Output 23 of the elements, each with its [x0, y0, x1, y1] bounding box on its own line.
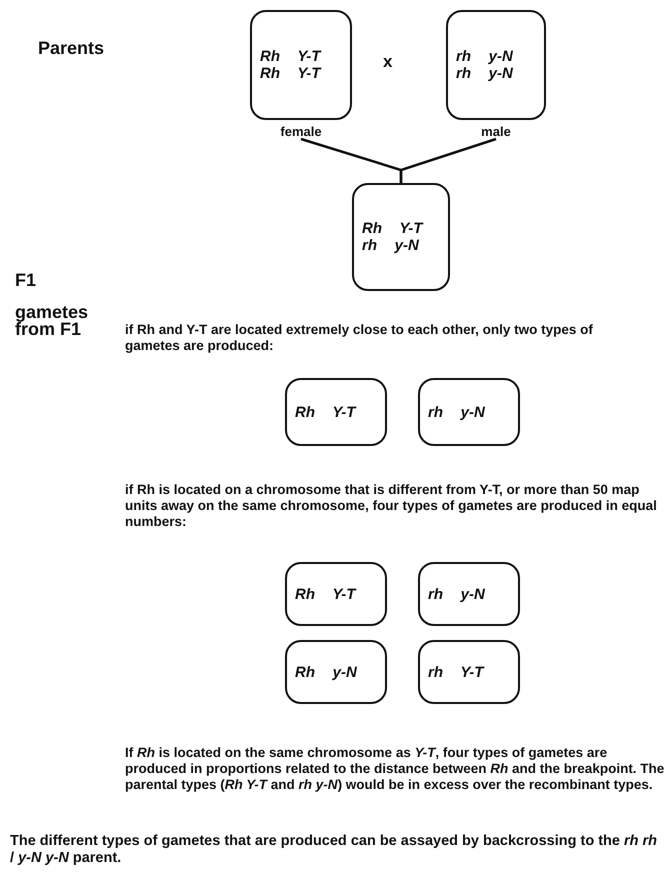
- cross-line: [400, 138, 496, 183]
- row-heading: Parents: [38, 38, 106, 60]
- genotype-text: Rh Y-T: [295, 404, 356, 420]
- explanation-text: If Rh is located on the same chromosome as Y-T, four types of gametes are produced in proportions related to the distance between Rh and the breakpoint. The parental types (Rh Y-T and rh y-N) would be in excess over the recombinant types.: [125, 745, 665, 794]
- genotype-text: rh y-N: [456, 65, 513, 82]
- genotype-text: Rh Y-T: [295, 586, 356, 602]
- sex-label: female: [280, 124, 322, 139]
- genotype-text: Rh y-N: [295, 664, 357, 680]
- genotype-text: rh Y-T: [428, 664, 484, 680]
- explanation-text: if Rh is located on a chromosome that is different from Y-T, or more than 50 map units away on the same chromosome, four types of gametes are produced in equal numbers:: [125, 482, 658, 531]
- genotype-text: rh y-N: [456, 48, 513, 65]
- row-heading: F1: [15, 270, 38, 292]
- explanation-text: if Rh and Y-T are located extremely close to each other, only two types of gametes are produced:: [125, 322, 594, 354]
- genotype-text: Rh Y-T: [260, 65, 320, 82]
- genotype-text: Rh Y-T: [362, 220, 422, 237]
- row-heading: gametes from F1: [15, 304, 90, 338]
- genotype-text: rh y-N: [362, 237, 419, 254]
- conclusion-text: The different types of gametes that are produced can be assayed by backcrossing to the rh rh / y-N y-N parent.: [10, 833, 658, 868]
- genotype-text: rh y-N: [428, 586, 485, 602]
- sex-label: male: [481, 124, 511, 139]
- genotype-text: Rh Y-T: [260, 48, 320, 65]
- cross-symbol: x: [383, 52, 394, 72]
- genotype-text: rh y-N: [428, 404, 485, 420]
